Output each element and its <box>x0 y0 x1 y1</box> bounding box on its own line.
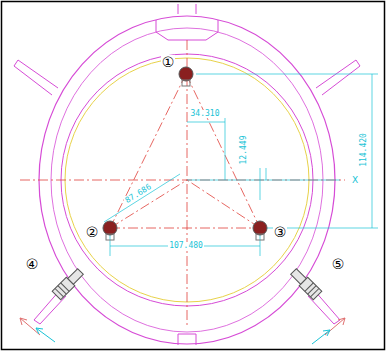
callout-number: ③ <box>273 225 288 239</box>
dimension-text: 114.420 <box>360 132 368 168</box>
callout-number: ④ <box>25 257 40 271</box>
direction-arrows <box>20 318 345 344</box>
probe-points <box>103 67 267 240</box>
dimension-text: 12.449 <box>240 135 248 166</box>
dimension-text: 107.480 <box>168 242 204 250</box>
dimension-lines <box>104 74 378 256</box>
axis-label: X <box>351 176 359 185</box>
probe-bodies <box>52 267 322 300</box>
callout-number: ② <box>85 225 100 239</box>
dimension-text: 34.310 <box>190 110 221 118</box>
callout-number: ① <box>161 55 176 69</box>
center-lines <box>20 40 345 325</box>
callout-number: ⑤ <box>331 257 346 271</box>
bracket-spokes <box>14 4 360 345</box>
